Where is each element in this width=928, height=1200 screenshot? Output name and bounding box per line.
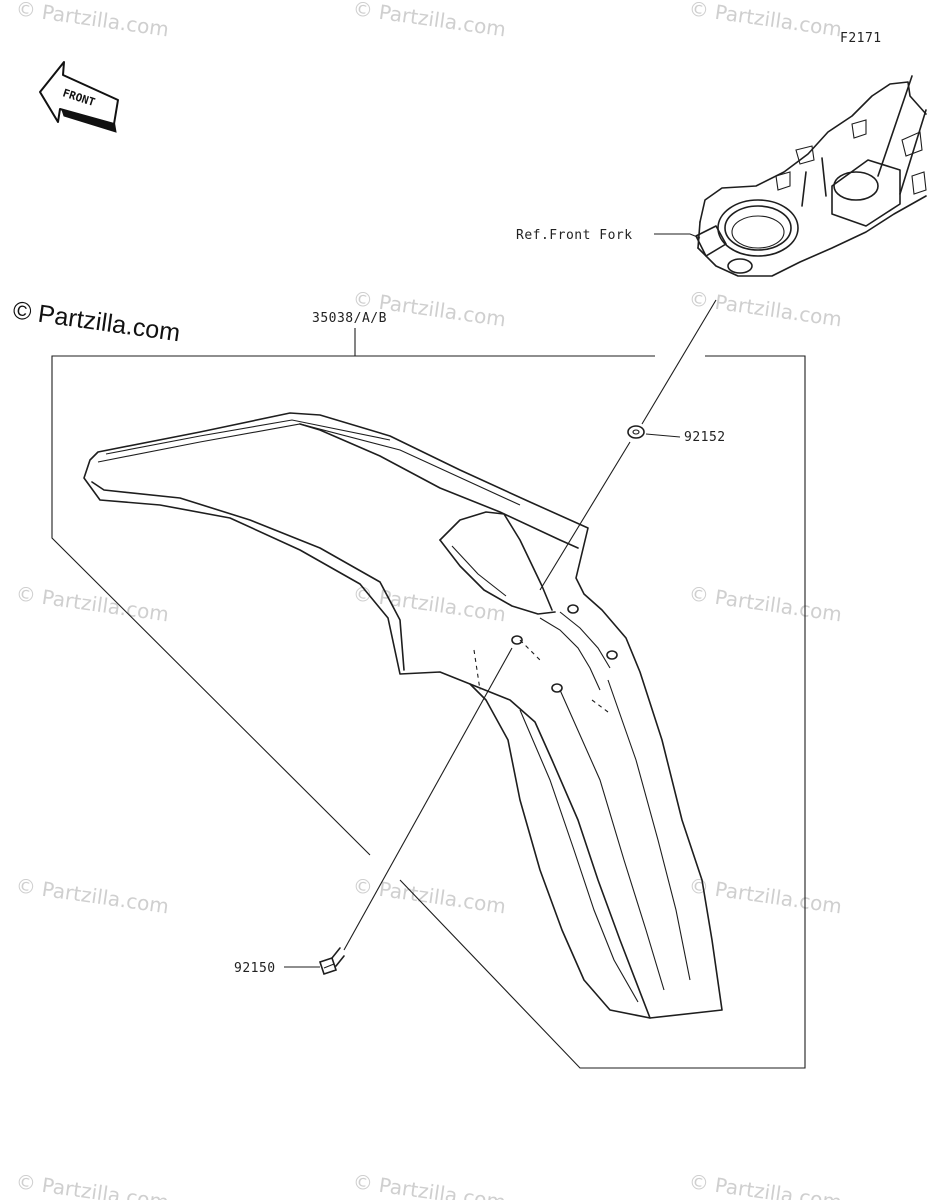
front-arrow-icon: FRONT (39, 61, 119, 133)
bolt-to-fender-leader (343, 647, 513, 951)
front-fender (83, 412, 723, 1019)
assembly-bracket (51, 355, 806, 1069)
watermark: © Partzilla.com (14, 581, 170, 626)
watermark-layer: © Partzilla.com © Partzilla.com © Partzi… (14, 0, 843, 1200)
watermark: © Partzilla.com (14, 873, 170, 918)
figure-code: F2171 (840, 31, 882, 46)
watermark: © Partzilla.com (351, 1169, 507, 1200)
callout-washer-leader (645, 433, 681, 438)
callout-washer: 92152 (684, 430, 726, 445)
washer-92152 (627, 425, 645, 439)
watermark: © Partzilla.com (14, 1169, 170, 1200)
reference-label: Ref.Front Fork (516, 228, 633, 243)
washer-to-fender-leader (539, 441, 631, 591)
watermark: © Partzilla.com (687, 873, 843, 918)
callout-fender: 35038/A/B (312, 311, 387, 326)
watermark: © Partzilla.com (351, 581, 507, 626)
watermark: © Partzilla.com (351, 0, 507, 41)
callout-bolt: 92150 (234, 961, 276, 976)
brand-label: © Partzilla.com (11, 296, 182, 347)
reference-leader (654, 233, 701, 239)
watermark: © Partzilla.com (14, 0, 170, 41)
watermark: © Partzilla.com (687, 581, 843, 626)
watermark: © Partzilla.com (687, 1169, 843, 1200)
bolt-92150 (318, 947, 345, 976)
watermark: © Partzilla.com (687, 0, 843, 41)
fork-to-washer-leader (641, 299, 717, 425)
front-fork-reference (695, 75, 927, 277)
